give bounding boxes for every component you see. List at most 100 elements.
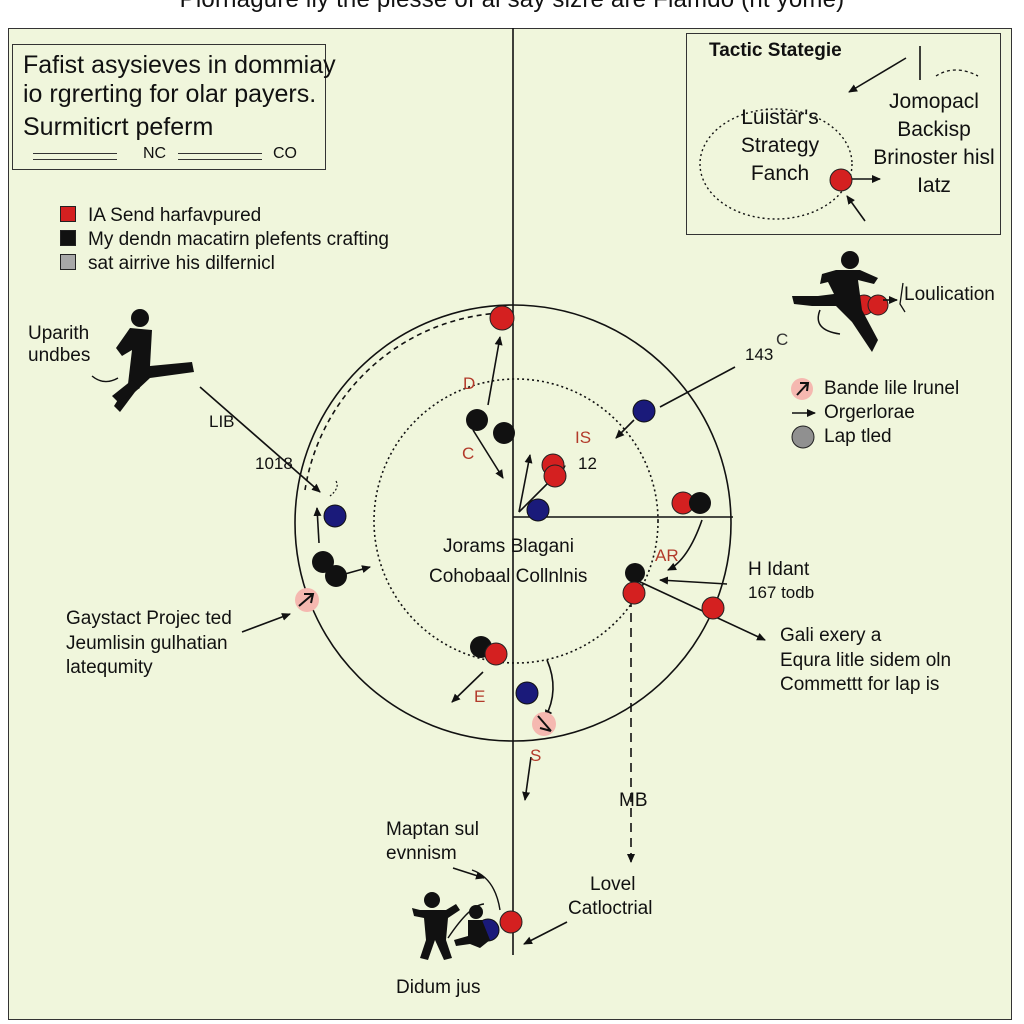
label-undbes: undbes xyxy=(28,345,91,366)
star-marker-left xyxy=(295,588,319,612)
leader-143 xyxy=(659,366,736,408)
label-h-idant: H Idant xyxy=(748,559,810,580)
curve-bottom-right xyxy=(471,869,501,911)
legend-item-grey: sat airrive his dilfernicl xyxy=(60,253,275,275)
legend-right-2: Orgerlorae xyxy=(824,402,915,423)
tactic-right-line-2: Backisp xyxy=(897,118,971,141)
legend-black-square-icon xyxy=(60,230,76,246)
label-gali-line-2: Equra litle sidem oln xyxy=(780,650,952,671)
player-red-bottom xyxy=(484,642,508,666)
legend-grey-square-icon xyxy=(60,254,76,270)
label-is-mark: IS xyxy=(575,428,592,447)
player-black-right xyxy=(689,492,711,514)
player-blue-bottom xyxy=(515,681,539,705)
arrow-upfield-left xyxy=(313,507,322,544)
label-lovel-line-1: Lovel xyxy=(590,874,636,895)
label-143: 143 xyxy=(745,345,774,364)
player-black-1 xyxy=(466,409,488,431)
label-mb: MB xyxy=(619,790,648,811)
arrow-blue-right xyxy=(615,419,635,439)
label-maptan-line-2: evnnism xyxy=(386,843,457,864)
center-label-line-2: Cohobaal Collnlnis xyxy=(429,566,588,587)
center-circle-inner-dotted xyxy=(373,378,659,664)
label-gali-line-1: Gali exery a xyxy=(780,625,882,646)
arrow-black-center xyxy=(472,429,504,479)
label-1018: 1018 xyxy=(255,454,293,473)
player-blue-right xyxy=(632,399,656,423)
tactic-circle-text: Luistar's Strategy Fanch xyxy=(739,104,821,188)
player-red-mid-right xyxy=(622,581,646,605)
legend-red-label: IA Send harfavpured xyxy=(88,205,262,226)
arrow-maptan xyxy=(452,867,485,880)
legend-red-square-icon xyxy=(60,206,76,222)
player-red-loulication-2 xyxy=(867,294,889,316)
info-rule-left xyxy=(33,153,117,160)
kicker-silhouette-right xyxy=(792,251,878,352)
label-gaystact-line-2: Jeumlisin gulhatian xyxy=(66,633,228,654)
tactic-red-player xyxy=(829,168,853,192)
diagram-title: Plorhagure ily the plesse of al say sizr… xyxy=(0,0,1024,14)
info-co: CO xyxy=(273,145,297,162)
arrow-left-pair xyxy=(344,565,371,575)
player-blue-center xyxy=(526,498,550,522)
curve-bottom-left xyxy=(447,903,485,939)
curve-uparith xyxy=(91,375,119,383)
legend-grey-circle-icon xyxy=(791,425,815,449)
star-marker-bottom xyxy=(532,712,556,736)
tactic-heading: Tactic Stategie xyxy=(709,40,842,61)
arrow-e xyxy=(451,671,484,703)
player-blue-left xyxy=(323,504,347,528)
pitch-background xyxy=(8,28,1012,1020)
info-nc: NC xyxy=(143,145,167,162)
label-s-mark: S xyxy=(530,746,542,765)
player-red-top xyxy=(489,305,515,331)
info-box: Fafist asysieves in dommiay io rgrerting… xyxy=(12,44,336,170)
arrow-lovel xyxy=(523,921,568,945)
strategy-ellipse xyxy=(699,108,853,220)
legend-grey-label: sat airrive his dilfernicl xyxy=(88,253,275,274)
center-label-line-1: Jorams Blagani xyxy=(443,536,574,557)
center-circle-outer xyxy=(294,304,732,742)
label-lib: LIB xyxy=(209,412,235,431)
tactic-box: Tactic Stategie xyxy=(686,33,1001,235)
tactic-right-line-1: Jomopacl xyxy=(889,90,979,113)
label-gaystact-line-3: latequmity xyxy=(66,657,153,678)
tactic-circle-line-3: Fanch xyxy=(750,162,810,185)
arrow-pair-right-curve xyxy=(667,519,703,571)
legend-right-1: Bande lile lrunel xyxy=(824,378,960,399)
goalkeeper-silhouette-bottom xyxy=(412,892,490,960)
tactic-circle-line-2: Strategy xyxy=(740,134,820,157)
label-12: 12 xyxy=(578,454,597,473)
info-line-1: Fafist asysieves in dommiay xyxy=(23,51,336,79)
label-loulication: Loulication xyxy=(904,284,995,305)
arrow-blue-bottom xyxy=(544,659,554,719)
arrow-lib xyxy=(199,386,321,493)
player-black-left-1 xyxy=(312,551,334,573)
arrow-center-up xyxy=(518,454,533,513)
player-black-2 xyxy=(493,422,515,444)
arrow-h-idant xyxy=(659,576,728,585)
bracket-loulication xyxy=(899,282,906,313)
player-red-goal xyxy=(499,910,523,934)
arrow-top-red xyxy=(487,336,503,406)
label-gaystact-line-1: Gaystact Projec ted xyxy=(66,608,232,629)
tactic-arrow-3 xyxy=(846,195,866,222)
legend-black-label: My dendn macatirn plefents crafting xyxy=(88,229,389,250)
legend-item-black: My dendn macatirn plefents crafting xyxy=(60,229,389,251)
arrow-s xyxy=(522,756,532,801)
player-black-mid-right xyxy=(625,563,645,583)
label-ar-mark: AR xyxy=(655,546,679,565)
tactic-right-line-4: Iatz xyxy=(917,174,951,197)
label-uparith: Uparith xyxy=(28,323,90,344)
legend-right-3: Lap tled xyxy=(824,426,892,447)
label-gali-line-3: Commettt for lap is xyxy=(780,674,940,695)
info-line-3: Surmiticrt peferm xyxy=(23,113,214,141)
small-dotted-curve xyxy=(329,480,338,497)
info-rule-row: NC CO xyxy=(33,145,303,163)
dashed-arc-outer xyxy=(304,312,501,491)
player-red-far-right xyxy=(701,596,725,620)
label-d-mark: D xyxy=(463,374,476,393)
label-c-mark: C xyxy=(462,444,475,463)
